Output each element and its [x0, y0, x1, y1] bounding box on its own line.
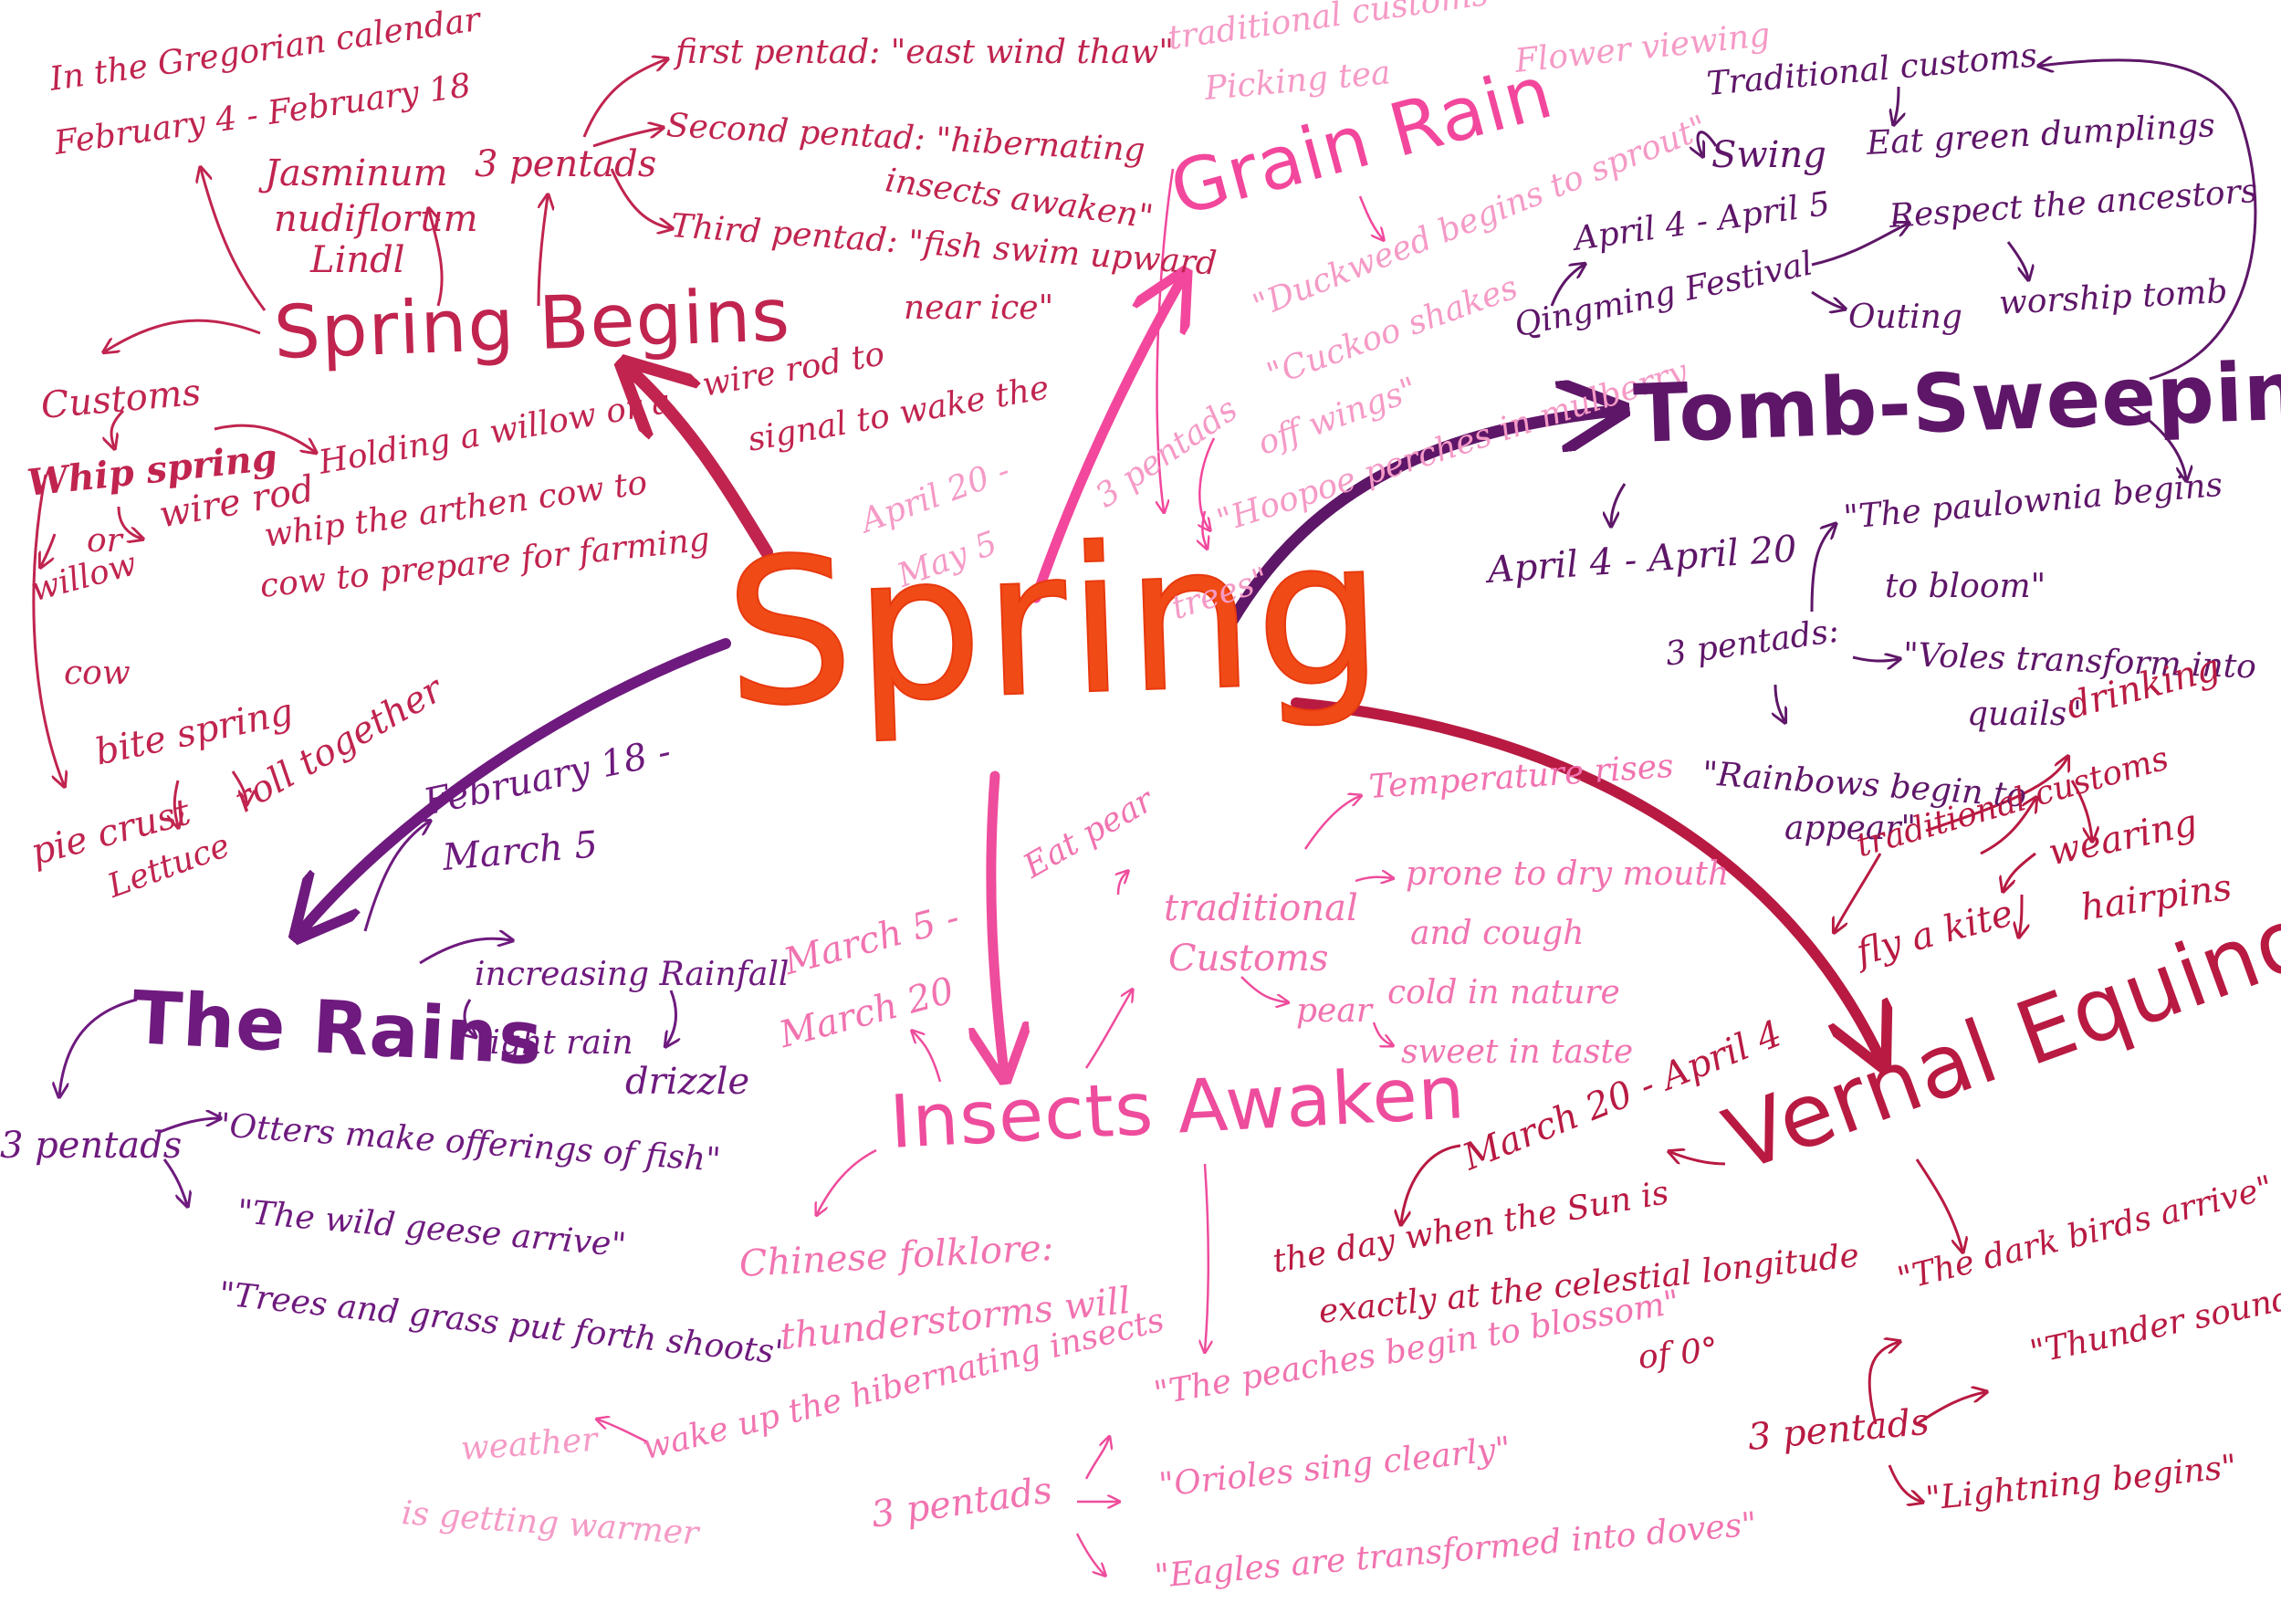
branch-equinox [1291, 697, 1880, 1059]
tomb-title: Tomb-Sweeping [1632, 341, 2281, 461]
sb-pentad-1: first pentad: "east wind thaw" [675, 34, 1174, 71]
plant-line-1: Jasminum [265, 152, 448, 194]
equinox-def-3: of 0° [1636, 1330, 1720, 1377]
branch-tomb [1226, 411, 1616, 627]
weather-1: weather [459, 1420, 599, 1468]
tomb-pentad-3b: appear" [1784, 810, 1917, 847]
tomb-pentad-1b: to bloom" [1885, 568, 2046, 605]
custom-cow: cow [64, 655, 131, 692]
insects-customs-1: traditional [1164, 887, 1358, 929]
tomb-swing: Swing [1711, 134, 1826, 176]
tomb-pentad-2b: quails" [1967, 696, 2082, 733]
plant-line-2: nudiflorum [274, 198, 478, 240]
spring-begins-pentads-label: 3 pentads [475, 143, 657, 185]
tomb-outing: Outing [1848, 299, 1962, 336]
rains-light-rain: light rain [479, 1024, 633, 1062]
center-topic: Spring [721, 494, 1389, 752]
rains-pentads-label: 3 pentads [0, 1125, 183, 1167]
branch-rains [301, 638, 731, 931]
branch-spring-begins [630, 370, 773, 559]
branch-insects [991, 770, 1004, 1073]
rains-drizzle: drizzle [625, 1061, 750, 1103]
insects-pear: pear [1296, 992, 1373, 1030]
rains-rainfall: increasing Rainfall [475, 956, 790, 993]
insects-prone-1: prone to dry mouth [1406, 855, 1730, 893]
plant-line-3: Lindl [310, 239, 405, 281]
sb-pentad-3b: near ice" [904, 289, 1054, 327]
insects-pear-cold: cold in nature [1387, 974, 1620, 1011]
custom-or: or [87, 522, 122, 560]
insects-customs-2: Customs [1168, 938, 1329, 980]
spring-begins-title: Spring Begins [272, 272, 792, 375]
insects-prone-2: and cough [1410, 915, 1585, 952]
insects-pear-sweet: sweet in taste [1401, 1033, 1634, 1071]
